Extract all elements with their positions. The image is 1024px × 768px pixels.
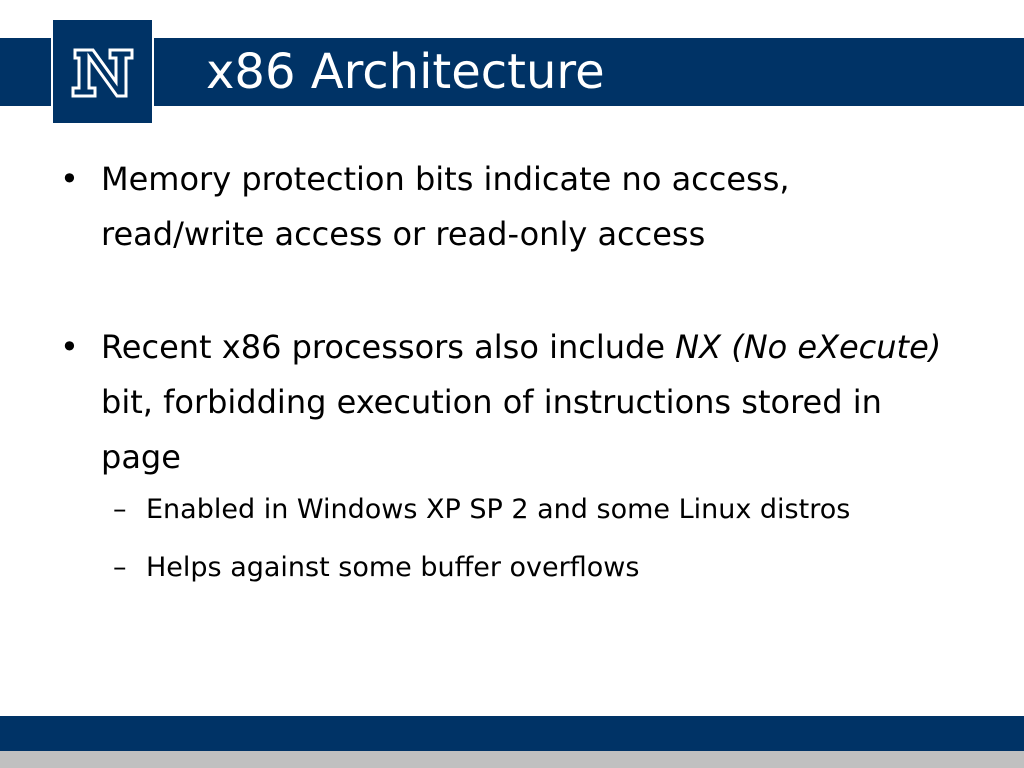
bullet-marker: • <box>60 160 79 198</box>
footer-stripe <box>0 751 1024 768</box>
footer-bar <box>0 716 1024 751</box>
sub-bullet-marker: – <box>113 494 127 525</box>
bullet-item: • Memory protection bits indicate no acc… <box>60 152 960 262</box>
sub-bullet-text: Enabled in Windows XP SP 2 and some Linu… <box>146 494 851 525</box>
bullet-text: Memory protection bits indicate no acces… <box>101 160 790 253</box>
bullet-item: • Recent x86 processors also include NX … <box>60 320 960 485</box>
slide-content: • Memory protection bits indicate no acc… <box>60 152 960 591</box>
bullet-text-end: bit, forbidding execution of instruction… <box>101 383 882 476</box>
university-n-logo-icon <box>71 48 134 98</box>
sub-bullet-item: – Enabled in Windows XP SP 2 and some Li… <box>60 487 960 533</box>
sub-bullet-item: – Helps against some buffer overflows <box>60 545 960 591</box>
title-bar <box>0 38 1024 106</box>
sub-bullet-text: Helps against some buffer overflows <box>146 552 640 583</box>
logo <box>51 20 154 123</box>
sub-bullet-marker: – <box>113 552 127 583</box>
bullet-text-italic: NX (No eXecute) <box>675 328 942 366</box>
bullet-marker: • <box>60 328 79 366</box>
slide-title: x86 Architecture <box>206 44 605 100</box>
bullet-text-start: Recent x86 processors also include <box>101 328 676 366</box>
